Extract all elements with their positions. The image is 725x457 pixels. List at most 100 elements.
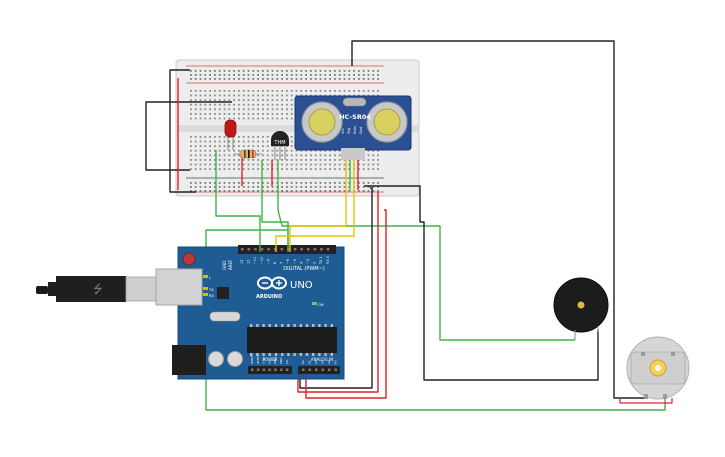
breadboard-hole <box>238 94 240 97</box>
piezo-buzzer[interactable] <box>553 277 609 340</box>
breadboard-hole <box>194 90 197 92</box>
breadboard-hole <box>329 182 331 184</box>
power-pin[interactable] <box>262 368 266 372</box>
breadboard-hole <box>324 190 327 192</box>
power-pin[interactable] <box>256 368 260 372</box>
breadboard-hole <box>218 108 221 111</box>
breadboard-hole <box>310 190 312 192</box>
breadboard-hole <box>238 154 240 157</box>
digital-pin[interactable] <box>326 248 330 251</box>
digital-pin[interactable] <box>241 248 244 251</box>
breadboard-hole <box>190 136 192 138</box>
breadboard-hole <box>367 78 370 80</box>
breadboard-hole <box>214 154 216 157</box>
breadboard-hole <box>262 90 264 92</box>
digital-pin-label: ~6 <box>286 259 290 264</box>
power-pin[interactable] <box>274 368 277 372</box>
digital-pin[interactable] <box>254 248 257 251</box>
analog-pin[interactable] <box>328 368 331 372</box>
power-pin[interactable] <box>268 368 271 372</box>
breadboard-hole <box>214 182 216 184</box>
breadboard-hole <box>348 78 351 80</box>
breadboard-hole <box>281 168 283 170</box>
breadboard-hole <box>358 186 360 188</box>
breadboard-hole <box>238 78 240 80</box>
digital-pin[interactable] <box>247 248 251 251</box>
breadboard-hole <box>247 103 250 106</box>
breadboard-hole <box>324 74 327 76</box>
tx-led <box>203 287 208 290</box>
chip-leg <box>268 353 271 356</box>
breadboard-hole <box>194 186 197 188</box>
breadboard-hole <box>194 145 197 147</box>
breadboard-hole <box>242 159 245 161</box>
breadboard-hole <box>223 103 226 106</box>
breadboard-hole <box>218 99 221 101</box>
gnd-label: GND <box>222 261 227 270</box>
digital-pin[interactable] <box>260 248 264 251</box>
breadboard-hole <box>266 90 269 92</box>
breadboard-hole <box>290 78 293 80</box>
breadboard-hole <box>252 145 255 147</box>
digital-pin[interactable] <box>307 248 310 251</box>
reset-button[interactable] <box>182 252 196 266</box>
breadboard-hole <box>314 168 317 170</box>
breadboard-hole <box>233 190 235 192</box>
analog-pin[interactable] <box>334 368 338 372</box>
power-pin[interactable] <box>280 368 283 372</box>
analog-pin[interactable] <box>315 368 318 372</box>
arduino-uno[interactable]: ⭍ AREF GND DIGITAL (PWM~) L TX RX ON <box>36 245 345 380</box>
breadboard-hole <box>324 154 327 157</box>
breadboard-hole <box>271 99 274 101</box>
digital-pin[interactable] <box>267 248 270 251</box>
resistor[interactable] <box>234 149 262 159</box>
breadboard-hole <box>204 149 207 152</box>
breadboard-hole <box>310 163 312 166</box>
breadboard-hole <box>199 136 202 138</box>
digital-pin[interactable] <box>280 248 284 251</box>
breadboard-hole <box>247 159 250 161</box>
breadboard-hole <box>319 159 322 161</box>
dc-motor[interactable] <box>626 336 690 400</box>
chip-leg <box>305 324 309 327</box>
ultrasonic-sensor[interactable]: HC-SR04 Vcc Trig Echo Gnd <box>294 95 412 160</box>
breadboard-hole <box>218 70 221 72</box>
thermistor[interactable]: THM <box>271 131 289 160</box>
digital-pin[interactable] <box>300 248 303 251</box>
breadboard-hole <box>276 117 279 120</box>
analog-pin[interactable] <box>302 368 305 372</box>
power-pin[interactable] <box>285 368 289 372</box>
breadboard-hole <box>276 70 279 72</box>
digital-pin[interactable] <box>313 248 317 251</box>
digital-pin[interactable] <box>274 248 277 251</box>
red-led[interactable] <box>224 119 237 150</box>
analog-pin[interactable] <box>308 368 312 372</box>
digital-pin[interactable] <box>320 248 323 251</box>
breadboard-hole <box>194 159 197 161</box>
breadboard-hole <box>329 149 331 152</box>
model-label: UNO <box>290 280 313 291</box>
breadboard-hole <box>209 108 211 111</box>
breadboard-hole <box>276 149 279 152</box>
breadboard-hole <box>199 113 202 115</box>
breadboard-hole <box>290 113 293 115</box>
breadboard-hole <box>199 103 202 106</box>
power-pin[interactable] <box>251 368 254 372</box>
breadboard-hole <box>190 78 192 80</box>
breadboard-hole <box>281 103 283 106</box>
breadboard-hole <box>286 154 288 157</box>
chip-leg <box>305 353 309 356</box>
breadboard-hole <box>242 108 245 111</box>
capacitor-2 <box>227 351 243 367</box>
breadboard-hole <box>199 163 202 166</box>
breadboard-hole <box>300 186 303 188</box>
wire-yellow-trig <box>289 160 347 245</box>
breadboard-hole <box>252 163 255 166</box>
breadboard-hole <box>290 159 293 161</box>
analog-pin[interactable] <box>321 368 325 372</box>
resistor-band-2 <box>248 150 250 158</box>
breadboard-hole <box>300 190 303 192</box>
digital-pin[interactable] <box>293 248 297 251</box>
wire-black-buzzer <box>364 185 599 381</box>
breadboard-hole <box>295 159 298 161</box>
